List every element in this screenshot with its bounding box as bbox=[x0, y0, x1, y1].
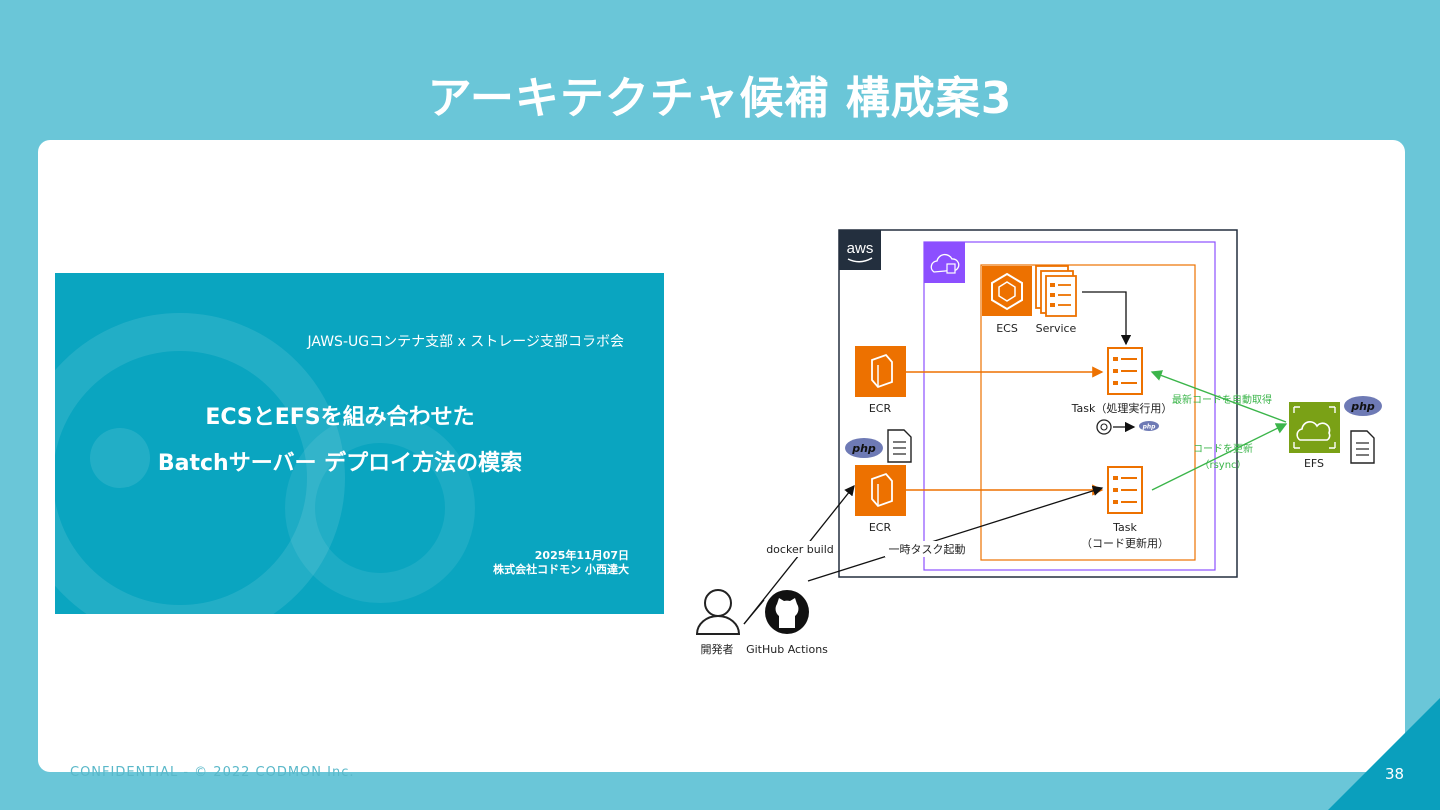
aws-logo-text: aws bbox=[847, 240, 874, 257]
thumbnail-date: 2025年11月07日 bbox=[534, 549, 629, 562]
efs-fetch-arrow bbox=[1150, 370, 1287, 423]
task-update-label-1: Task bbox=[1112, 521, 1137, 534]
service-to-task-arrow bbox=[1082, 291, 1132, 346]
task-processing-icon bbox=[1107, 347, 1143, 395]
thumbnail-title-line2: Batchサーバー デプロイ方法の模索 bbox=[157, 451, 523, 476]
developer-label: 開発者 bbox=[701, 642, 734, 656]
document-icon-right bbox=[1350, 430, 1375, 464]
developer-to-github-line bbox=[743, 599, 765, 625]
thumbnail-author: 株式会社コドモン 小西達大 bbox=[493, 563, 629, 576]
ecs-label: ECS bbox=[996, 322, 1018, 335]
gear-icon bbox=[1096, 419, 1112, 435]
ecs-cluster-boundary bbox=[980, 264, 1196, 561]
ecr-icon-bottom bbox=[855, 465, 906, 516]
php-logo-left-text: php bbox=[851, 442, 876, 455]
task-update-label-2: （コード更新用） bbox=[1081, 536, 1169, 550]
rsync-arrow bbox=[1151, 423, 1288, 491]
update-code-label: コードを更新 bbox=[1193, 442, 1253, 455]
rsync-label: （rsync） bbox=[1199, 459, 1246, 471]
temp-task-label: 一時タスク起動 bbox=[889, 542, 966, 556]
php-logo-small bbox=[1139, 421, 1159, 431]
docker-build-label: docker build bbox=[766, 543, 834, 556]
php-logo-small-text: php bbox=[1142, 424, 1157, 431]
thumbnail-title-line1: ECSとEFSを組み合わせた bbox=[205, 405, 475, 430]
task-processing-label: Task（処理実行用） bbox=[1071, 401, 1173, 415]
page-number: 38 bbox=[1385, 765, 1405, 783]
temp-task-arrow bbox=[807, 485, 1104, 582]
service-label: Service bbox=[1036, 322, 1077, 335]
ecr-label-bottom: ECR bbox=[869, 521, 892, 534]
thumbnail-title: ECSとEFSを組み合わせた Batchサーバー デプロイ方法の模索 bbox=[55, 395, 625, 487]
php-logo-left bbox=[845, 438, 883, 458]
vpc-lock-icon bbox=[946, 263, 956, 274]
fetch-latest-code-label: 最新コードを自動取得 bbox=[1172, 393, 1272, 406]
confidential-footer: CONFIDENTIAL - © 2022 CODMON Inc. bbox=[70, 765, 355, 780]
efs-label: EFS bbox=[1304, 457, 1324, 470]
thumbnail-event: JAWS-UGコンテナ支部 x ストレージ支部コラボ会 bbox=[307, 334, 624, 350]
efs-icon bbox=[1289, 402, 1340, 453]
service-icon bbox=[1035, 265, 1077, 317]
corner-decoration bbox=[1328, 698, 1440, 810]
vpc-cloud-icon bbox=[930, 253, 960, 273]
php-logo-right bbox=[1344, 396, 1382, 416]
task-update-icon bbox=[1107, 466, 1143, 514]
vpc-boundary bbox=[923, 241, 1216, 571]
php-logo-right-text: php bbox=[1350, 400, 1375, 413]
slide-title: アーキテクチャ候補 構成案3 bbox=[427, 73, 1013, 124]
document-icon-left bbox=[887, 429, 912, 463]
aws-smile-icon bbox=[847, 257, 873, 263]
ecr-label-top: ECR bbox=[869, 402, 892, 415]
ecr-icon-top bbox=[855, 346, 906, 397]
docker-build-arrow-2 bbox=[760, 560, 765, 600]
developer-icon bbox=[704, 589, 732, 617]
decorative-dot bbox=[90, 428, 150, 488]
aws-logo-icon bbox=[839, 230, 881, 270]
github-actions-label: GitHub Actions bbox=[746, 643, 828, 656]
presentation-thumbnail: JAWS-UGコンテナ支部 x ストレージ支部コラボ会 ECSとEFSを組み合わ… bbox=[55, 273, 664, 614]
